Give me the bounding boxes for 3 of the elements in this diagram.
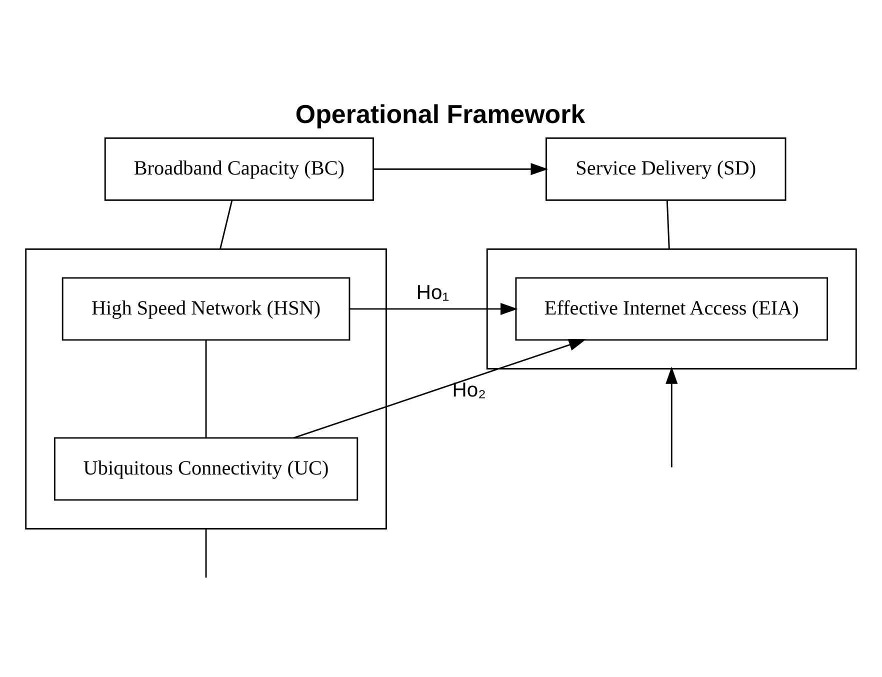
edge-label: Ho₁ — [416, 282, 450, 304]
edge-label: Ho₂ — [452, 379, 486, 402]
diagram-title: Operational Framework — [295, 100, 586, 129]
